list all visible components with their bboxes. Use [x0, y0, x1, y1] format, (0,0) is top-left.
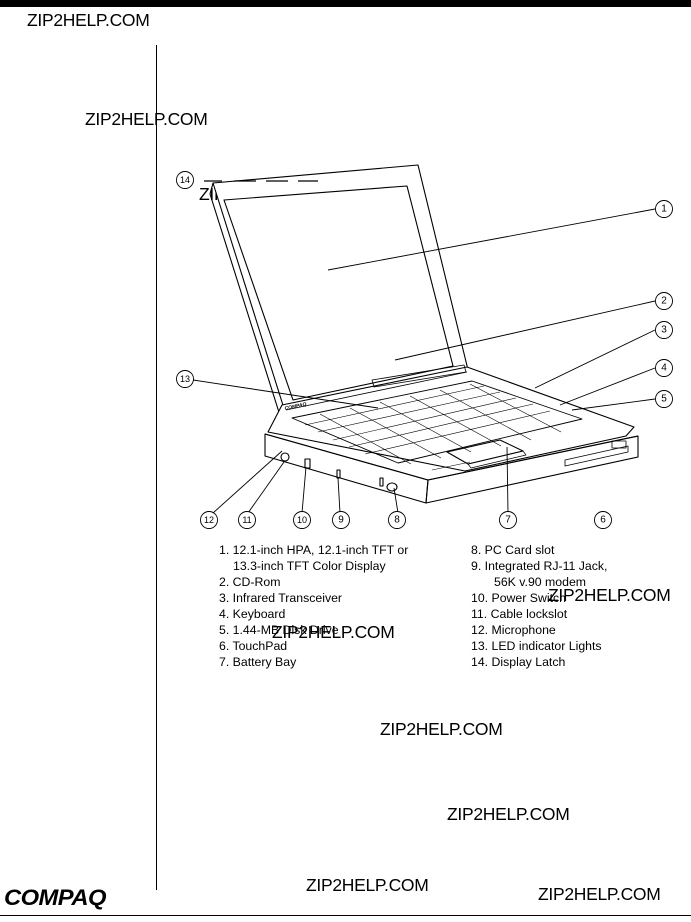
- callout-13: 13: [180, 374, 190, 384]
- callout-9: 9: [338, 515, 344, 526]
- margin-rule: [156, 45, 157, 890]
- bottom-rule: [0, 915, 691, 916]
- legend-item: 9. Integrated RJ-11 Jack,: [471, 559, 608, 573]
- base-top: [267, 366, 635, 472]
- legend-item: 10. Power Switch: [471, 591, 567, 605]
- legend-item: 3. Infrared Transceiver: [219, 591, 343, 605]
- callout-circle-14: [176, 171, 194, 189]
- callout-4: 4: [661, 363, 667, 374]
- callout-10: 10: [297, 515, 307, 525]
- legend-item: 13.3-inch TFT Color Display: [233, 559, 386, 573]
- display-screen: [223, 185, 454, 401]
- legend-item: 7. Battery Bay: [219, 655, 297, 669]
- callout-2: 2: [661, 296, 667, 307]
- callout-circle-13: [176, 370, 194, 388]
- callout-7: 7: [505, 515, 511, 526]
- legend-item: 5. 1.44-MB Disk Drive: [219, 623, 339, 637]
- compaq-logo: COMPAQ: [4, 885, 106, 910]
- legend-item: 2. CD-Rom: [219, 575, 281, 589]
- callout-circle-9: [332, 511, 350, 529]
- legend-item: 6. TouchPad: [219, 639, 288, 653]
- callout-circle-8: [388, 511, 406, 529]
- legend-item: 56K v.90 modem: [494, 575, 587, 589]
- callout-circle-10: [293, 511, 311, 529]
- callout-3: 3: [661, 325, 667, 336]
- legend-right: 8. PC Card slot 9. Integrated RJ-11 Jack…: [471, 542, 607, 670]
- callout-14: 14: [180, 175, 190, 185]
- watermark-7: ZIP2HELP.COM: [447, 804, 570, 824]
- watermark-2: ZIP2HELP.COM: [85, 109, 208, 129]
- callout-11: 11: [242, 515, 251, 525]
- legend-item: 1. 12.1-inch HPA, 12.1-inch TFT or: [219, 543, 409, 557]
- callout-circle-2: [655, 292, 673, 310]
- top-bar: [0, 0, 691, 7]
- callouts: [176, 171, 673, 529]
- legend-item: 14. Display Latch: [471, 655, 566, 669]
- microphone: [280, 452, 290, 462]
- pc-card-slot: [336, 469, 341, 479]
- watermark-8: ZIP2HELP.COM: [306, 875, 429, 895]
- watermark-5: ZIP2HELP.COM: [272, 622, 395, 642]
- callout-circle-4: [655, 359, 673, 377]
- watermark-1: ZIP2HELP.COM: [27, 10, 150, 30]
- callout-circle-12: [200, 511, 218, 529]
- callout-12: 12: [204, 515, 214, 525]
- laptop-logo-mark: COMPAQ: [284, 401, 307, 411]
- callout-circle-3: [655, 321, 673, 339]
- legend-item: 4. Keyboard: [219, 607, 286, 621]
- callout-circle-5: [655, 390, 673, 408]
- watermark-4: ZIP2HELP.COM: [548, 585, 671, 605]
- legend-item: 12. Microphone: [471, 623, 556, 637]
- legend-item: 13. LED indicator Lights: [471, 639, 602, 653]
- callout-5: 5: [661, 394, 667, 405]
- callout-circle-6: [594, 511, 612, 529]
- callout-circle-11: [238, 511, 256, 529]
- watermark-9: ZIP2HELP.COM: [538, 884, 661, 904]
- callout-1: 1: [661, 204, 667, 215]
- watermark-6: ZIP2HELP.COM: [380, 719, 503, 739]
- disk-drive: [564, 445, 629, 467]
- legend-item: 8. PC Card slot: [471, 543, 555, 557]
- legend-left: 1. 12.1-inch HPA, 12.1-inch TFT or 13.3-…: [219, 542, 408, 670]
- led-strip: [371, 364, 467, 388]
- callout-8: 8: [394, 515, 400, 526]
- callout-6: 6: [600, 515, 606, 526]
- power-switch: [304, 458, 311, 469]
- callout-circle-7: [499, 511, 517, 529]
- keyboard: [291, 380, 583, 464]
- callout-circle-1: [655, 200, 673, 218]
- legend-item: 11. Cable lockslot: [471, 607, 568, 621]
